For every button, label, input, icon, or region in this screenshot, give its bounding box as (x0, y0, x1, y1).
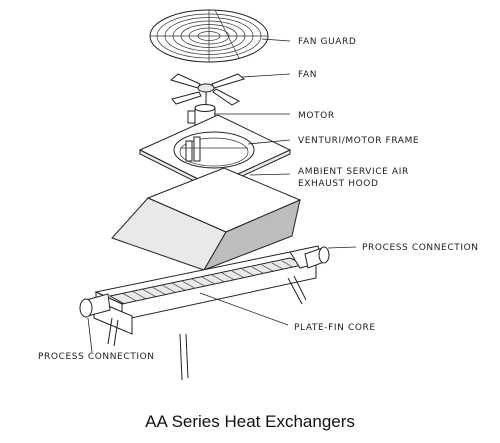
fan-drawing (169, 73, 246, 108)
fan-label: FAN (298, 70, 317, 80)
exhaust-hood-drawing (111, 167, 302, 271)
process-connection-right-label: PROCESS CONNECTION (362, 243, 479, 253)
motor-label: MOTOR (298, 111, 335, 121)
process-connection-right-drawing (304, 246, 330, 269)
process-connection-left-label: PROCESS CONNECTION (38, 352, 155, 362)
process-connection-left-drawing (79, 293, 111, 318)
venturi-motor-frame-label: VENTURI/MOTOR FRAME (298, 136, 419, 146)
leader-lines (87, 38, 357, 353)
fan-guard-drawing (149, 9, 269, 63)
plate-fin-core-label: PLATE-FIN CORE (294, 323, 376, 333)
hood-label-line1: AMBIENT SERVICE AIR (298, 167, 409, 177)
fan-guard-label: FAN GUARD (298, 37, 356, 47)
support-legs-drawing (107, 275, 307, 381)
figure-caption: AA Series Heat Exchangers (145, 412, 355, 431)
hood-label-line2: EXHAUST HOOD (298, 179, 379, 189)
